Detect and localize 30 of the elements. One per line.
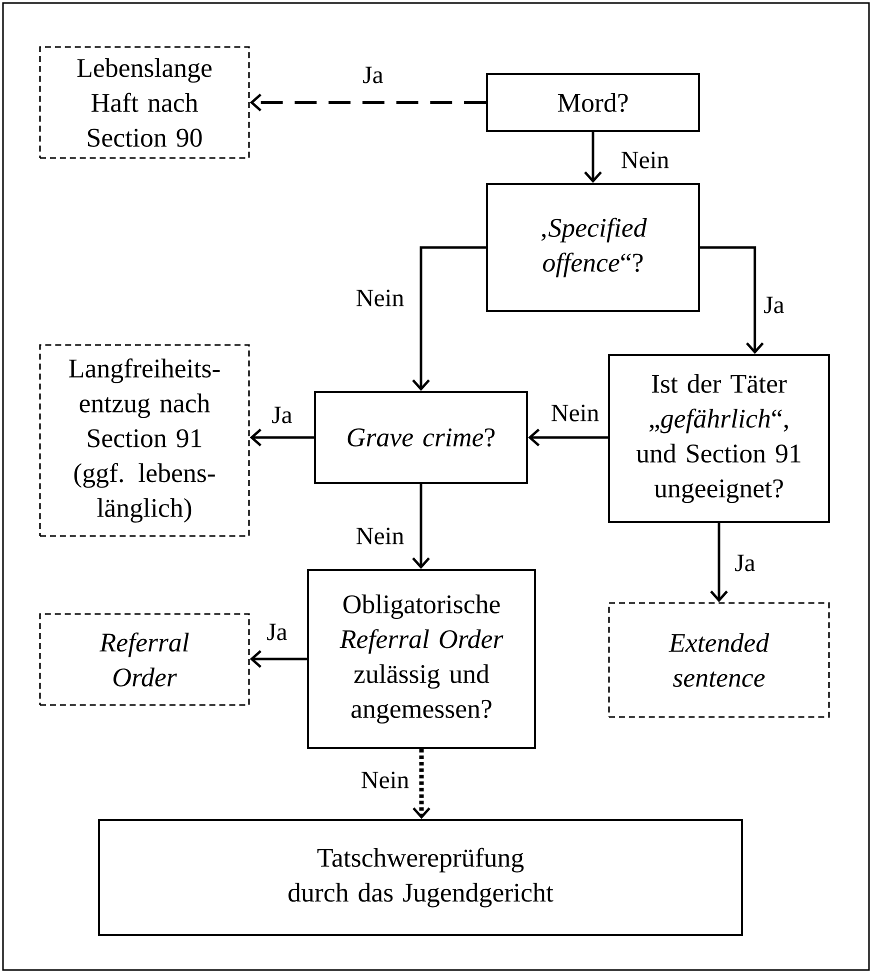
arrow bbox=[412, 484, 430, 569]
outcome-box: Lebenslange Haft nach Section 90 bbox=[39, 46, 250, 159]
arrow bbox=[584, 132, 602, 183]
edge-label: Nein bbox=[356, 290, 404, 306]
outcome-box: Referral Order bbox=[39, 613, 250, 706]
edge-label: Ja bbox=[272, 406, 292, 424]
edge-label: Nein bbox=[622, 152, 669, 168]
arrow bbox=[528, 428, 608, 446]
edge-label: Ja bbox=[267, 624, 288, 640]
arrow bbox=[700, 246, 764, 354]
outcome-box: Extended sentence bbox=[608, 602, 830, 718]
decision-box: Mord? bbox=[486, 73, 700, 132]
outcome-box: Langfreiheits- entzug nach Section 91 (ggf. lebens- länglich) bbox=[39, 344, 250, 537]
arrow bbox=[412, 749, 430, 819]
edge-label: Ja bbox=[363, 66, 384, 84]
arrow bbox=[250, 428, 314, 446]
edge-label: Nein bbox=[362, 772, 409, 788]
decision-box: Obligatorische Referral Order zulässig und angemessen? bbox=[307, 569, 536, 749]
edge-label: Nein bbox=[552, 404, 599, 422]
result-box: Tatschwereprüfung durch das Jugendgericht bbox=[98, 819, 743, 936]
decision-box: Grave crime? bbox=[314, 391, 528, 484]
arrow bbox=[412, 246, 486, 391]
arrow bbox=[250, 650, 307, 668]
decision-box: ‚Specified offence“? bbox=[486, 183, 700, 312]
arrow bbox=[250, 94, 486, 112]
edge-label: Ja bbox=[735, 554, 756, 572]
arrow bbox=[710, 523, 728, 602]
edge-label: Ja bbox=[764, 296, 784, 314]
edge-label: Nein bbox=[356, 528, 404, 544]
decision-box: Ist der Täter „gefährlich“, und Section 91 ungeeignet? bbox=[608, 354, 830, 523]
